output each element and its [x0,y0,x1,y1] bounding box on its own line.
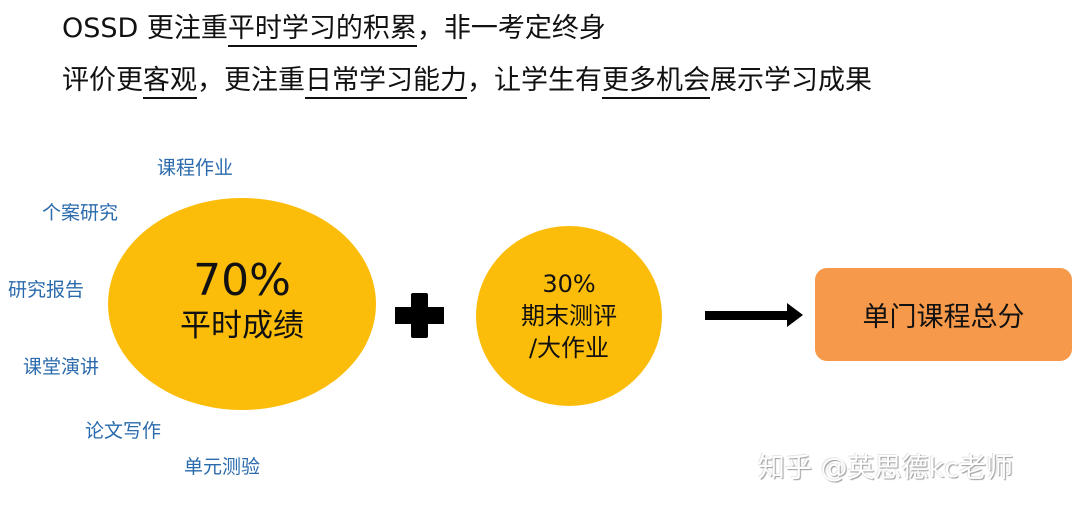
headline-2-part1: 评价更 [62,65,143,96]
tag-essay-writing: 论文写作 [85,420,162,442]
tag-presentation: 课堂演讲 [23,356,100,378]
headline-line-2: 评价更客观，更注重日常学习能力，让学生有更多机会展示学习成果 [62,64,872,99]
regular-grade-ellipse: 70% 平时成绩 [108,198,376,410]
course-total-box: 单门课程总分 [815,268,1072,361]
final-grade-label-1: 期末测评 [521,302,617,330]
headline-2-part3: ，让学生有 [467,65,602,96]
tag-unit-test: 单元测验 [184,456,261,478]
headline-line-1: OSSD 更注重平时学习的积累，非一考定终身 [62,12,606,47]
final-grade-circle: 30% 期末测评 /大作业 [476,226,662,406]
tag-coursework: 课程作业 [157,157,234,179]
final-grade-label-2: /大作业 [528,334,610,362]
headline-2-emphasis-opportunity: 更多机会 [602,65,710,99]
headline-1-suffix: ，非一考定终身 [416,13,606,44]
watermark: 知乎 @英思德kc老师 [758,453,1014,484]
arrow-right-icon [705,303,803,327]
plus-icon [395,293,444,338]
regular-grade-percent: 70% [193,255,291,306]
headline-2-part2: ，更注重 [197,65,305,96]
headline-1-prefix: OSSD 更注重 [62,13,228,44]
final-grade-percent: 30% [542,270,596,298]
headline-2-part4: 展示学习成果 [710,65,872,96]
tag-research-report: 研究报告 [8,279,85,301]
headline-2-emphasis-ability: 日常学习能力 [305,65,467,99]
course-total-label: 单门课程总分 [862,302,1025,333]
headline-2-emphasis-objective: 客观 [143,65,197,99]
headline-1-emphasis: 平时学习的积累 [227,13,417,47]
regular-grade-label: 平时成绩 [180,308,304,344]
tag-case-study: 个案研究 [42,202,119,224]
